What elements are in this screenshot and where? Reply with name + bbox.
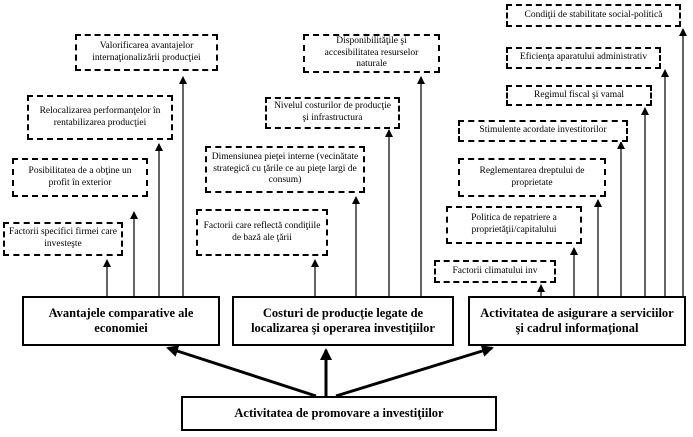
arrow-bottom-right bbox=[335, 345, 494, 398]
factor-right-climate: Factorii climatului inv bbox=[434, 260, 556, 283]
factor-right-administration: Eficienţa aparatului administrativ bbox=[506, 47, 661, 69]
factor-mid-production-costs: Nivelul costurilor de producţie şi infra… bbox=[265, 97, 400, 129]
main-production-costs: Costuri de producţie legate de localizar… bbox=[232, 296, 454, 346]
main-investment-promotion: Activitatea de promovare a investiţiilor bbox=[181, 396, 497, 431]
factor-mid-country-conditions: Factorii care reflectă condiţiile de baz… bbox=[196, 209, 328, 256]
arrow-bottom-left bbox=[166, 345, 317, 398]
factor-right-fiscal-regime: Regimul fiscal şi vamal bbox=[506, 85, 652, 106]
factor-mid-natural-resources: Disponibilităţile şi accesibilitatea res… bbox=[303, 34, 440, 73]
factor-left-relocation: Relocalizarea performanţelor în rentabil… bbox=[27, 95, 173, 140]
factor-left-firm-specific: Factorii specifici firmei care investeşt… bbox=[3, 222, 123, 256]
factor-mid-market-size: Dimensiunea pieţei interne (vecinătate s… bbox=[205, 146, 365, 193]
main-services-information: Activitatea de asigurare a serviciilor ş… bbox=[468, 296, 686, 346]
factor-left-profit: Posibilitatea de a obţine un profit în e… bbox=[12, 158, 148, 197]
factor-right-stability: Condiţii de stabilitate social-politică bbox=[506, 4, 681, 27]
factor-left-internationalisation: Valorificarea avantajelor internaţionali… bbox=[75, 34, 218, 71]
factor-right-incentives: Stimulente acordate investitorilor bbox=[458, 120, 628, 142]
factor-right-property-rights: Reglementarea dreptului de proprietate bbox=[458, 158, 606, 197]
main-comparative-advantages: Avantajele comparative ale economiei bbox=[22, 296, 220, 346]
factor-right-repatriation: Politica de repatriere a proprietăţii/ca… bbox=[446, 206, 582, 244]
